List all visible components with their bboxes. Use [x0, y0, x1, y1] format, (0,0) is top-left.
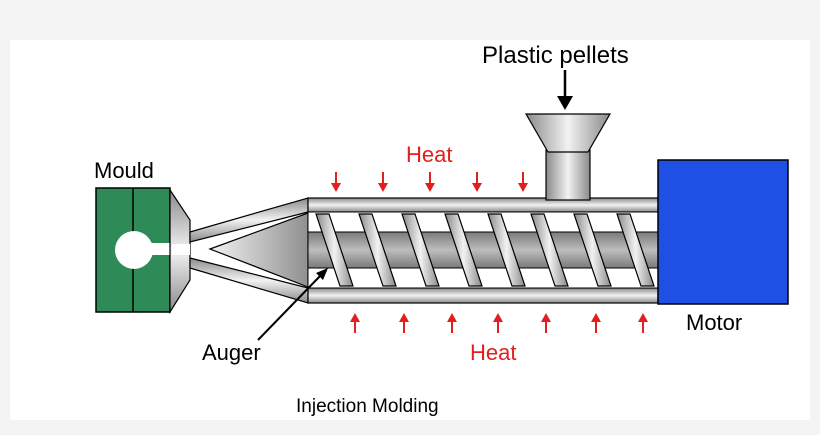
auger-label: Auger — [202, 340, 261, 365]
auger-pointer-icon — [257, 268, 328, 341]
heat-arrow-up-icon — [493, 313, 503, 333]
auger-flight — [487, 213, 526, 287]
heat-arrow-up-icon — [541, 313, 551, 333]
heat-arrow-down-icon — [472, 172, 482, 192]
heat-arrows-bottom — [350, 313, 648, 333]
heat-arrow-down-icon — [425, 172, 435, 192]
heat-arrow-down-icon — [518, 172, 528, 192]
pellet-arrow-icon — [557, 70, 573, 110]
motor — [657, 159, 789, 305]
auger-flights — [315, 213, 655, 287]
auger-flight — [358, 213, 397, 287]
plastic-pellets-label: Plastic pellets — [482, 42, 629, 69]
auger-flight — [616, 213, 655, 287]
heat-arrow-up-icon — [447, 313, 457, 333]
hopper — [524, 113, 612, 201]
mould — [95, 187, 180, 313]
heat-arrow-down-icon — [378, 172, 388, 192]
motor-label: Motor — [686, 310, 742, 335]
heat-arrows-top — [331, 172, 528, 192]
mould-clamp — [169, 188, 191, 315]
heat-label-bottom: Heat — [470, 340, 516, 365]
heat-arrow-up-icon — [399, 313, 409, 333]
mould-label: Mould — [94, 158, 154, 183]
heat-arrow-up-icon — [591, 313, 601, 333]
auger-screw — [307, 213, 659, 287]
heat-arrow-down-icon — [331, 172, 341, 192]
auger-flight — [315, 213, 354, 287]
auger-flight — [401, 213, 440, 287]
heat-arrow-up-icon — [638, 313, 648, 333]
auger-flight — [444, 213, 483, 287]
auger-flight — [530, 213, 569, 287]
diagram-caption: Injection Molding — [296, 396, 439, 417]
heat-arrow-up-icon — [350, 313, 360, 333]
heat-label-top: Heat — [406, 142, 452, 167]
auger-flight — [573, 213, 612, 287]
